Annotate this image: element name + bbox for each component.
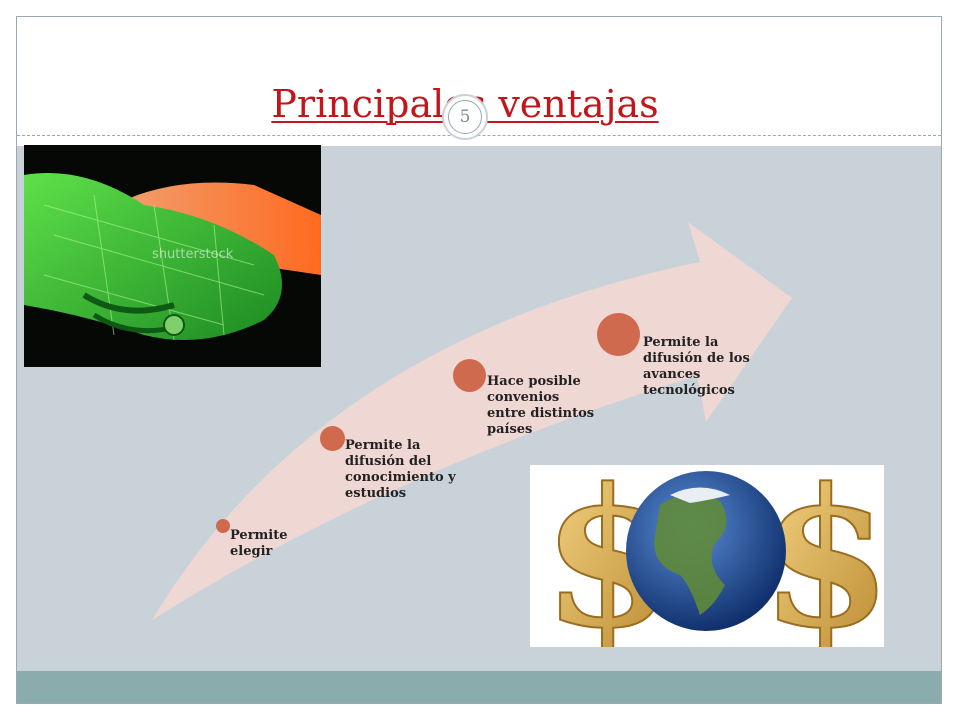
- globe-dollars-image: $ $: [530, 446, 893, 671]
- step-dot-3: [453, 359, 486, 392]
- step-dot-1: [216, 519, 230, 533]
- watermark-text: shutterstock: [152, 247, 234, 262]
- step-dot-2: [320, 426, 345, 451]
- page-number: 5: [448, 100, 482, 134]
- step-4-text: Permite la difusión de los avances tecno…: [643, 335, 750, 398]
- page-number-badge: 5: [442, 94, 488, 140]
- step-1-text: Permite elegir: [230, 528, 288, 559]
- step-3-text: Hace posible convenios entre distintos p…: [487, 374, 595, 437]
- handshake-image: shutterstock: [24, 145, 321, 367]
- title-separator: [17, 135, 941, 136]
- step-2-text: Permite la difusión del conocimiento y e…: [345, 438, 456, 501]
- step-dot-4: [597, 313, 640, 356]
- footer-band: [17, 671, 941, 703]
